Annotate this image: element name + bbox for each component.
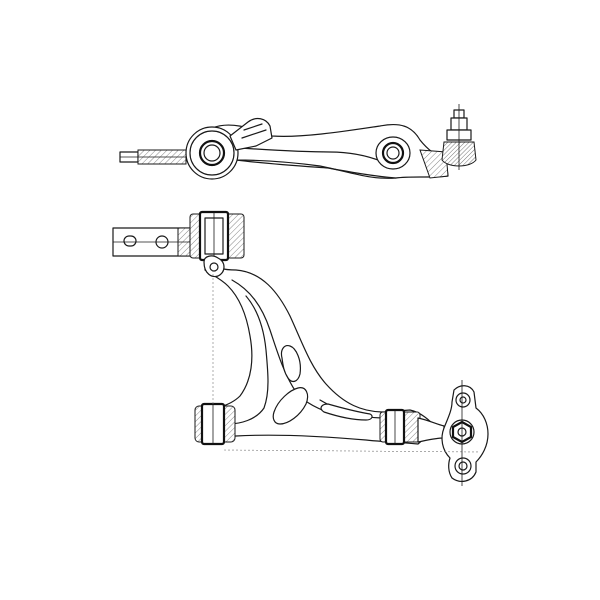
side-ball-joint	[441, 104, 477, 170]
side-left-bushing	[185, 126, 239, 180]
top-slot-hole	[280, 345, 301, 383]
side-arm-section	[419, 149, 449, 179]
top-bracket-plate	[112, 227, 194, 257]
side-left-pin	[119, 149, 187, 165]
top-view	[112, 210, 489, 486]
side-upper-strap	[229, 117, 273, 151]
top-front-bushing	[189, 210, 245, 262]
top-ball-joint-plate	[441, 385, 489, 482]
top-triangle-hole	[272, 387, 309, 425]
top-right-bushing	[379, 408, 421, 446]
side-right-bushing	[375, 136, 411, 170]
side-view	[119, 104, 477, 180]
top-long-hole	[320, 403, 373, 421]
top-lug	[203, 255, 225, 278]
top-rear-bushing	[194, 402, 236, 446]
projection-line-bottom	[223, 449, 481, 453]
